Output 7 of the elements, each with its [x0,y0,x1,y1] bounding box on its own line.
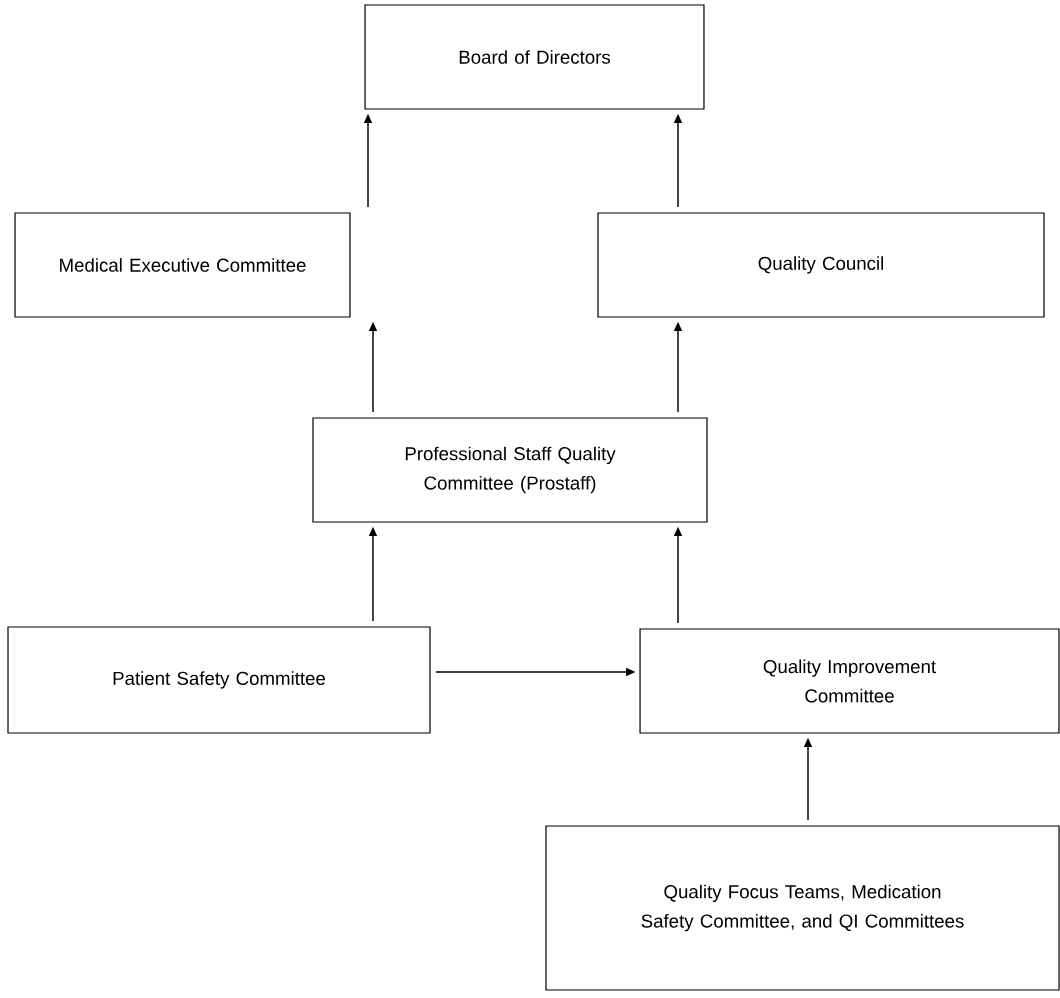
committee-box: Professional Staff Quality Committee (Prostaff) [312,417,708,523]
committee-box: Quality Focus Teams, Medication Safety Committee, and QI Committees [545,825,1060,991]
committee-box: Medical Executive Committee [14,212,351,318]
committee-box: Quality Improvement Committee [639,628,1060,734]
committee-box: Quality Council [597,212,1045,318]
committee-box: Board of Directors [364,4,705,110]
committee-box: Patient Safety Committee [7,626,431,734]
